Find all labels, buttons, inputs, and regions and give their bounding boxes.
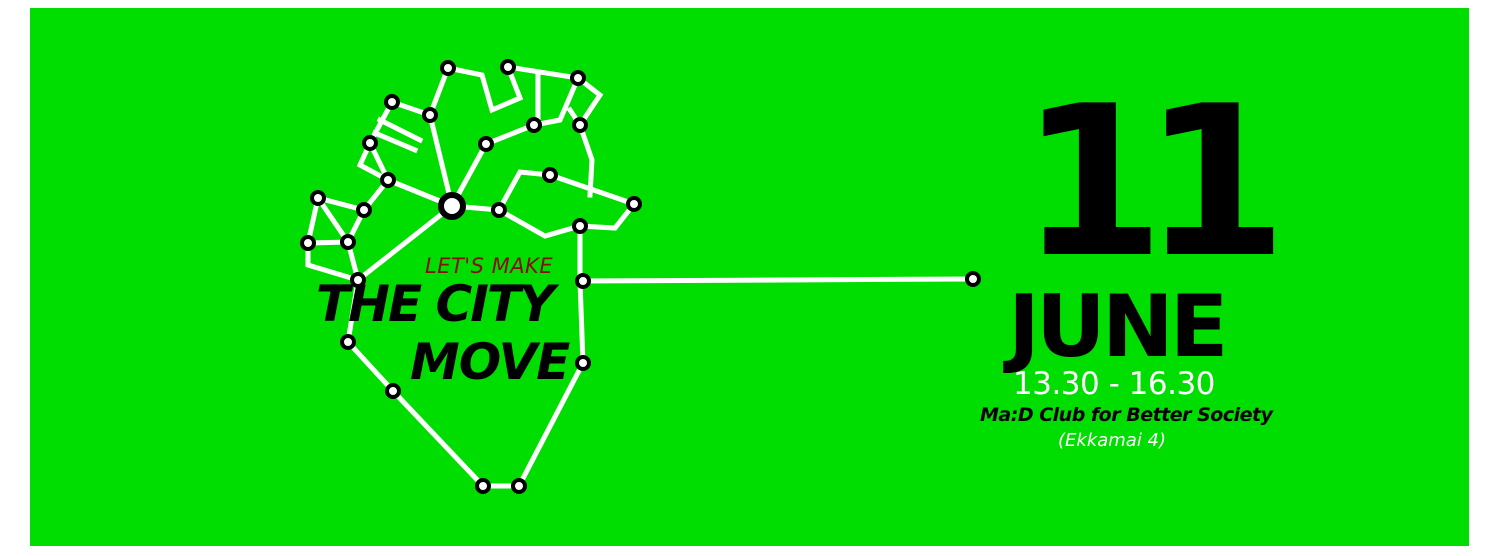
event-day: 11 [1020, 62, 1287, 304]
event-banner [30, 8, 1469, 546]
event-location: (Ekkamai 4) [1058, 430, 1167, 451]
event-venue: Ma:D Club for Better Society [980, 404, 1273, 426]
event-month: JUNE [1008, 277, 1229, 377]
headline-line1: THE CITY [316, 275, 555, 333]
event-time: 13.30 - 16.30 [1013, 366, 1215, 402]
headline-line2: MOVE [410, 333, 570, 391]
headline-kicker: LET'S MAKE [425, 254, 554, 278]
